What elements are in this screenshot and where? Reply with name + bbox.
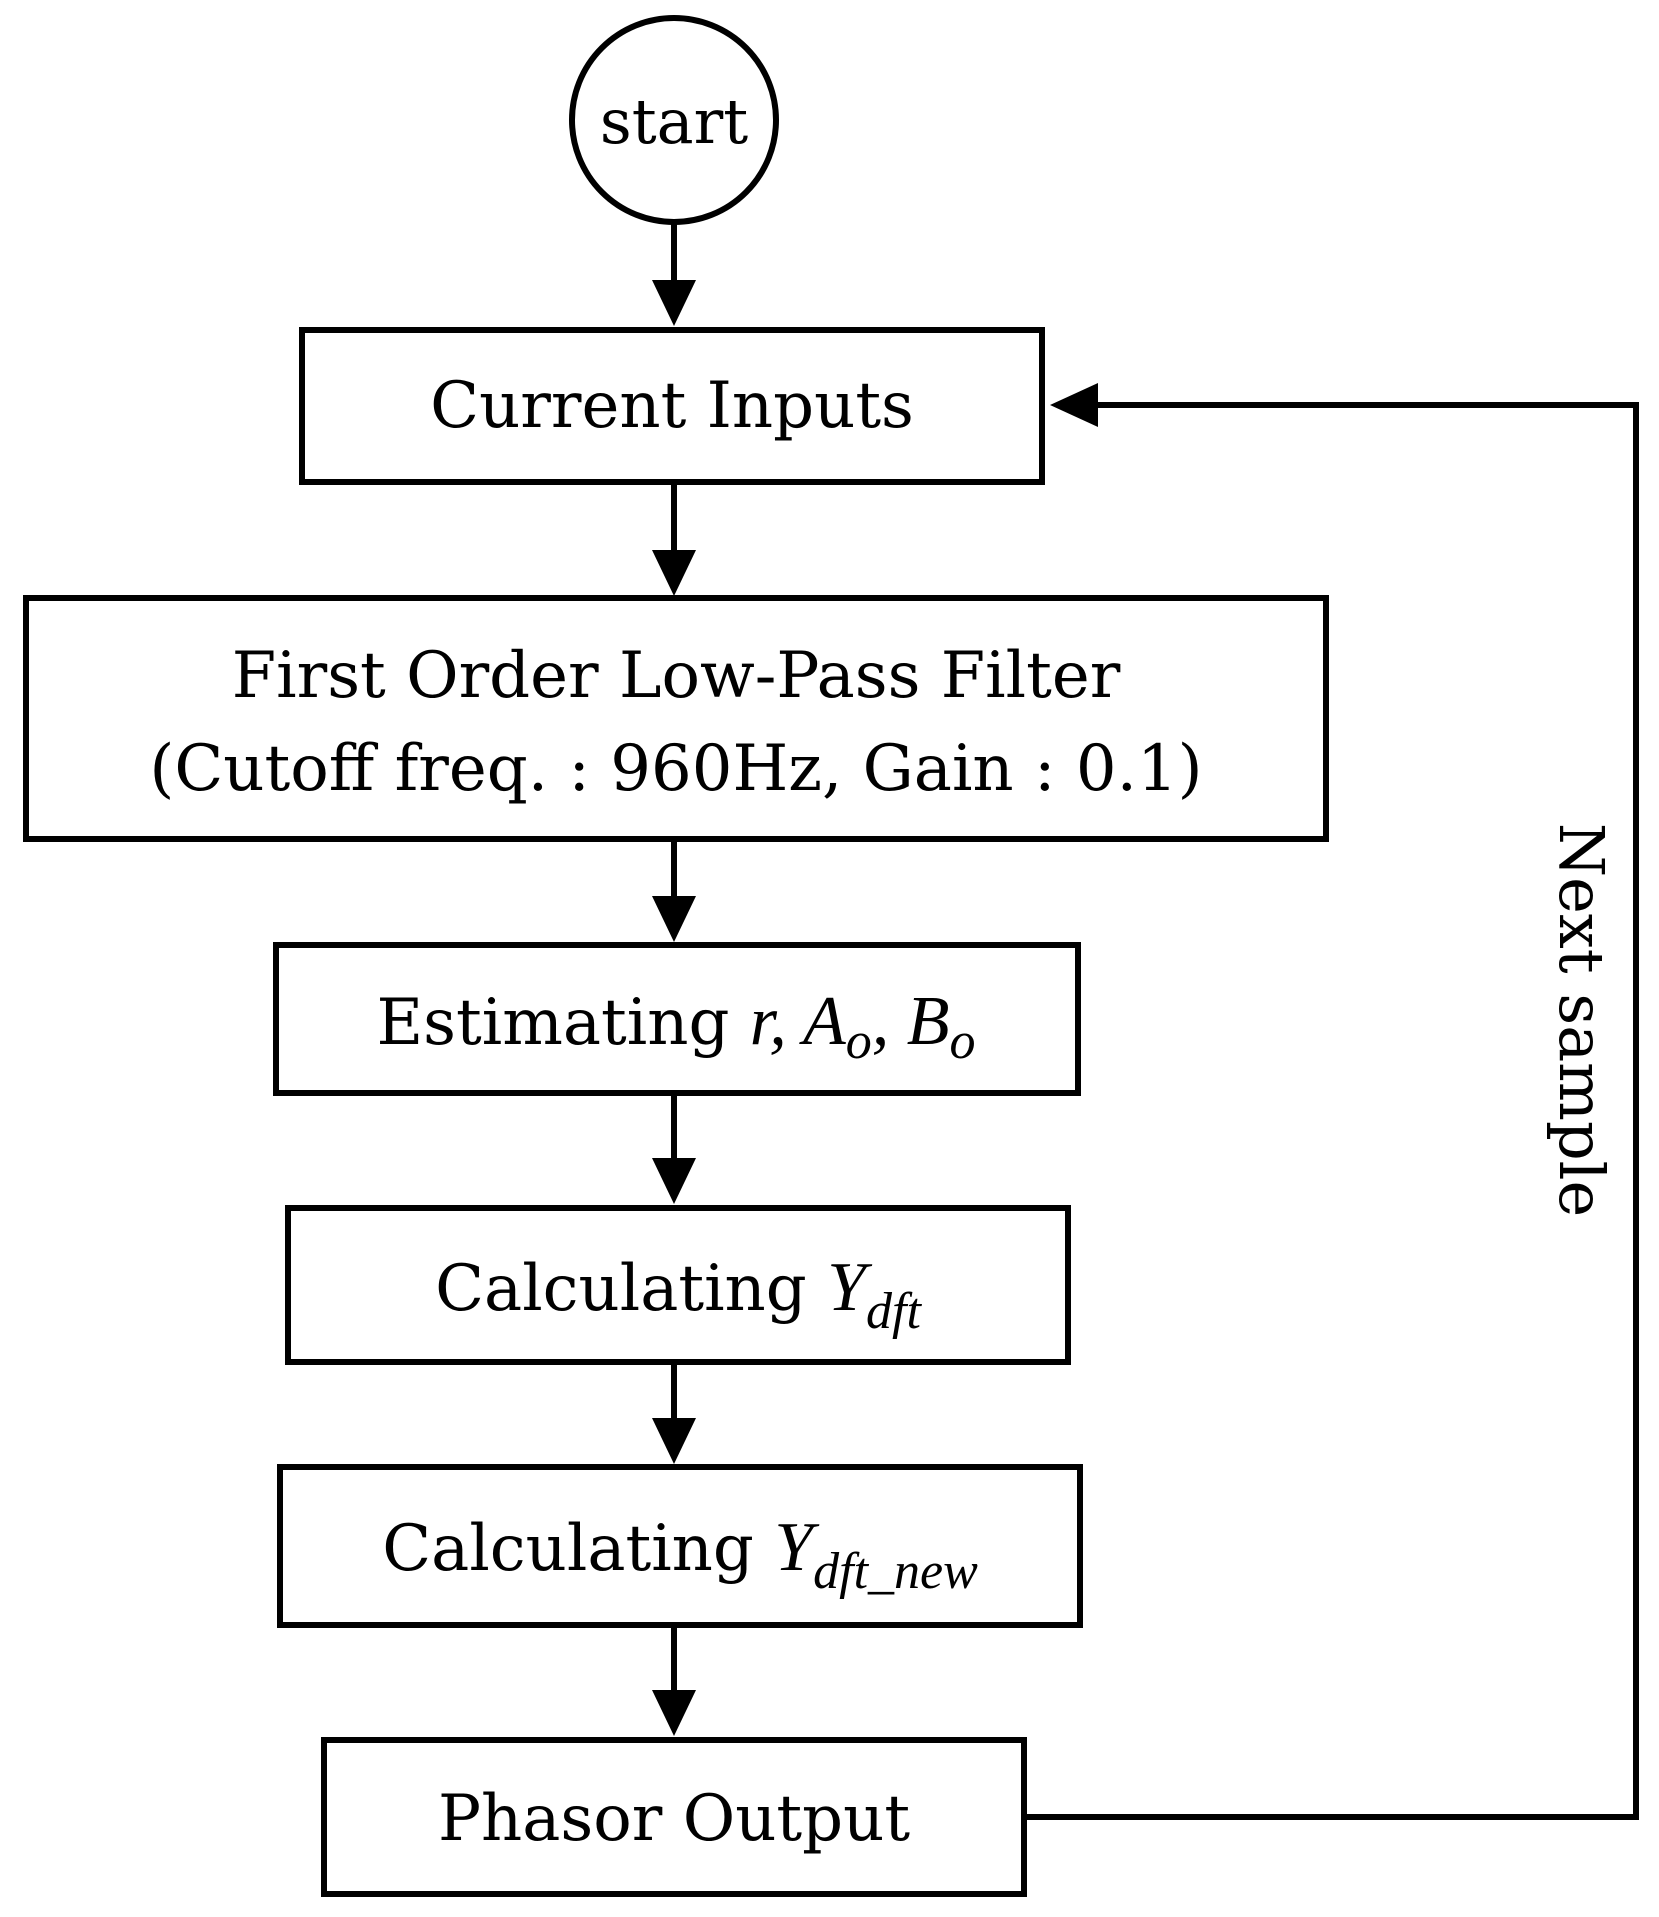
arrow-ydft-to-ydftnew — [652, 1362, 696, 1464]
calc-ydft-prefix: Calculating — [435, 1252, 827, 1326]
estimating-label: Estimating r, Ao, Bo — [376, 983, 975, 1070]
arrow-filter-to-estimating — [652, 839, 696, 942]
calc-ydft-label: Calculating Ydft — [435, 1249, 922, 1340]
estimating-var-a: A — [799, 983, 846, 1060]
feedback-line — [1024, 402, 1639, 1820]
low-pass-filter-params: (Cutoff freq. : 960Hz, Gain : 0.1) — [149, 732, 1202, 806]
current-inputs-label: Current Inputs — [430, 369, 914, 443]
calc-ydft-sub: dft — [866, 1283, 922, 1340]
feedback-label: Next sample — [1545, 823, 1618, 1217]
arrow-start-to-inputs — [652, 222, 696, 326]
node-calc-ydft: Calculating Ydft — [285, 1205, 1071, 1365]
node-calc-ydft-new: Calculating Ydft_new — [277, 1464, 1083, 1628]
estimating-sep-2: , — [872, 983, 907, 1060]
node-estimating: Estimating r, Ao, Bo — [273, 942, 1081, 1096]
estimating-var-b: B — [907, 983, 950, 1060]
calc-ydft-new-var: Y — [774, 1509, 820, 1586]
phasor-output-label: Phasor Output — [438, 1782, 910, 1856]
calc-ydft-new-sub: dft_new — [813, 1543, 978, 1600]
node-low-pass-filter: First Order Low-Pass Filter (Cutoff freq… — [23, 595, 1329, 842]
arrow-ydftnew-to-phasor — [652, 1625, 696, 1736]
arrow-inputs-to-filter — [652, 482, 696, 596]
estimating-sep-1: , — [769, 983, 803, 1060]
start-node: start — [569, 15, 779, 225]
flow-arrows — [652, 222, 696, 1736]
calc-ydft-new-label: Calculating Ydft_new — [382, 1509, 978, 1600]
arrow-estimating-to-ydft — [652, 1093, 696, 1204]
node-phasor-output: Phasor Output — [321, 1737, 1027, 1897]
feedback-loop: Next sample — [1024, 383, 1639, 1820]
low-pass-filter-title: First Order Low-Pass Filter — [232, 639, 1121, 713]
calc-ydft-new-prefix: Calculating — [382, 1512, 774, 1586]
estimating-sub-b: o — [950, 1013, 976, 1070]
estimating-sub-a: o — [846, 1013, 872, 1070]
estimating-prefix: Estimating — [376, 986, 749, 1060]
start-label: start — [600, 85, 748, 158]
feedback-arrowhead — [1050, 383, 1098, 427]
node-current-inputs: Current Inputs — [299, 327, 1045, 485]
calc-ydft-var: Y — [827, 1249, 873, 1326]
